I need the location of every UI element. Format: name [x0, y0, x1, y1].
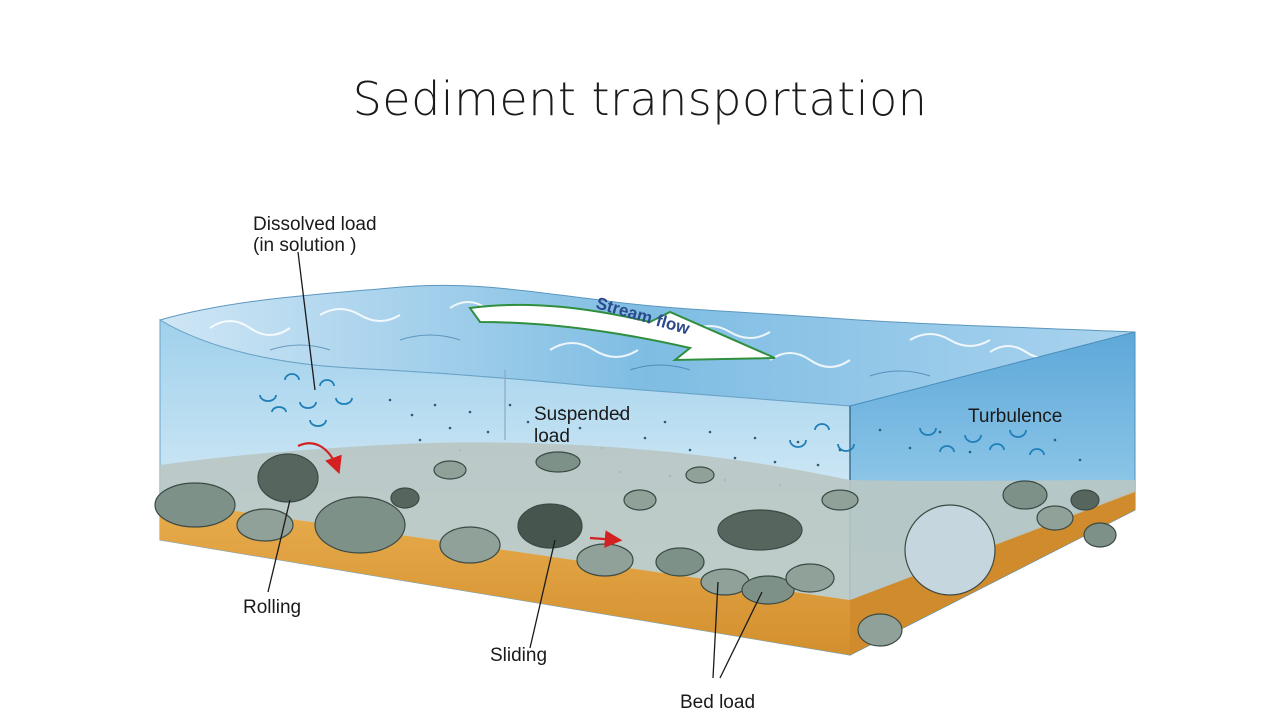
cobble-layer	[160, 442, 1135, 600]
dissolved-load-label: Dissolved load	[253, 214, 377, 235]
suspended-load-label: Suspended	[534, 404, 630, 425]
sediment-bed-side	[850, 490, 1135, 655]
sediment-transport-diagram: Stream flow Dissolved load (in solution …	[150, 200, 1160, 720]
turbulence-swirls	[789, 423, 1045, 456]
rolling-arrow	[297, 442, 342, 475]
turbulence-label: Turbulence	[968, 406, 1062, 427]
leader-lines	[267, 251, 763, 679]
rolling-label: Rolling	[243, 597, 301, 618]
stream-flow-arrow	[468, 303, 776, 362]
slide-title: Sediment transportation	[352, 72, 928, 126]
sliding-label: Sliding	[490, 645, 547, 666]
suspended-load-sublabel: load	[534, 426, 570, 447]
bed-rocks	[154, 451, 1117, 647]
sliding-arrow	[589, 530, 623, 548]
bed-load-label: Bed load	[680, 692, 755, 713]
dissolved-load-sublabel: (in solution )	[253, 235, 357, 256]
dissolved-load-swirls	[259, 373, 353, 427]
